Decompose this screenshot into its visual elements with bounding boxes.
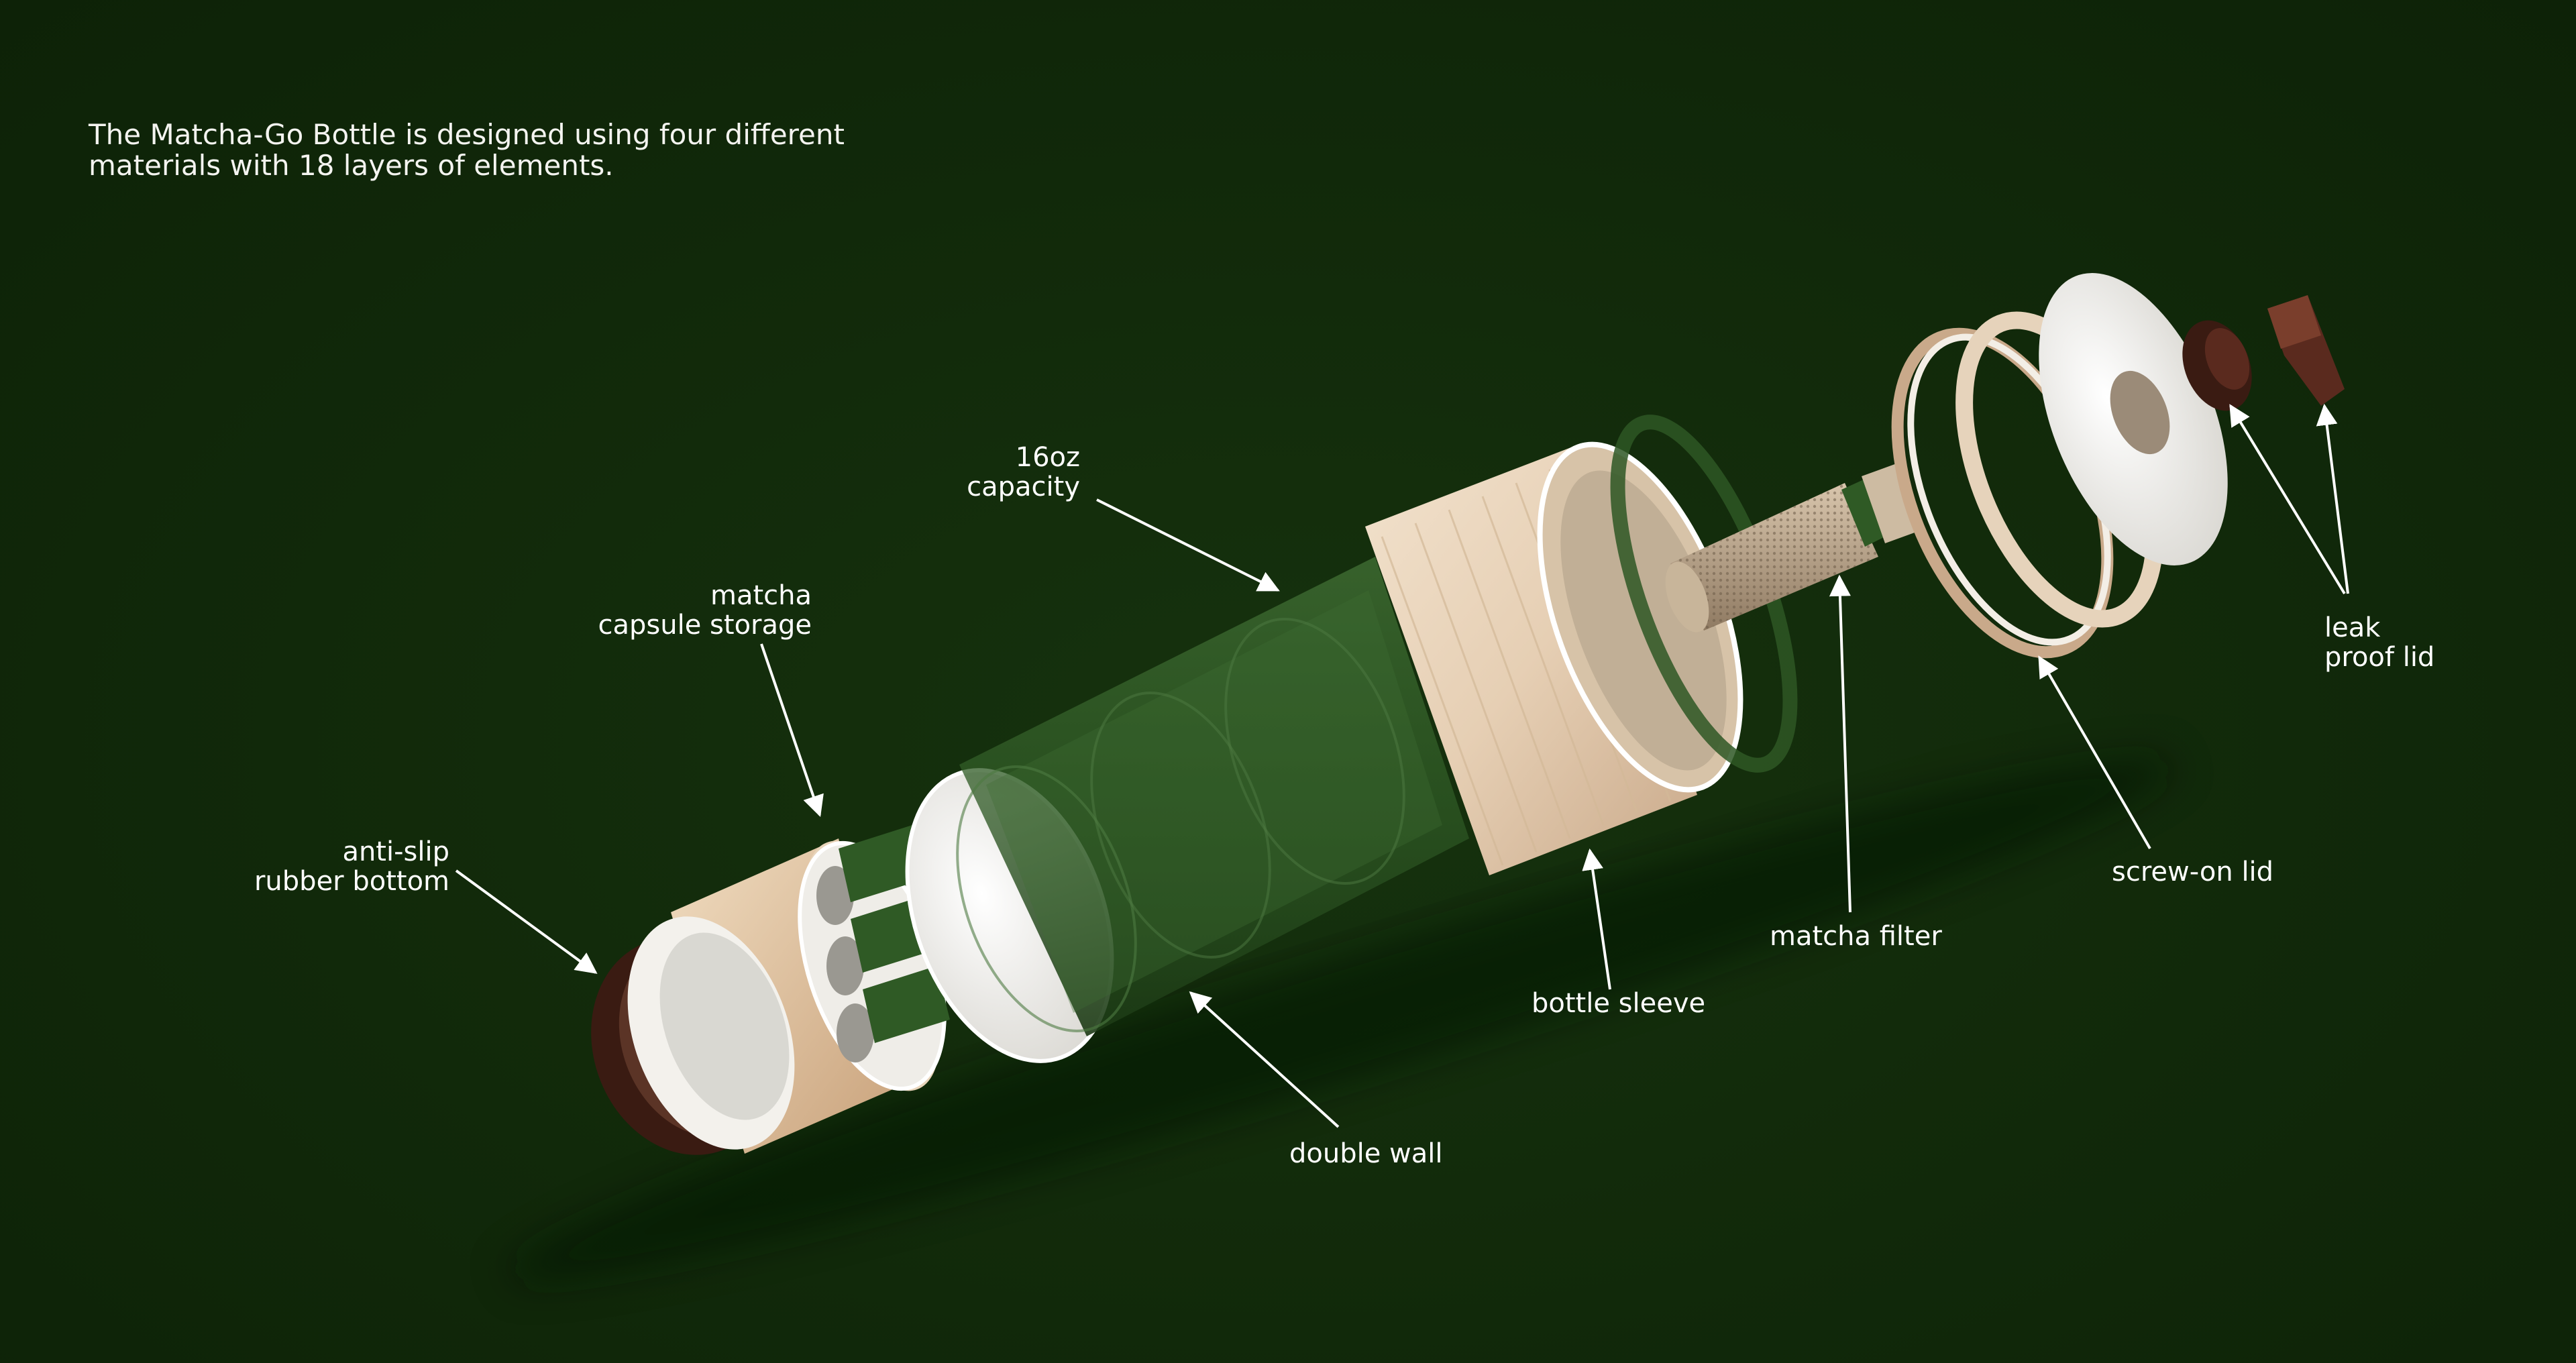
matcha-capsule	[839, 825, 926, 902]
wall-ring	[1224, 618, 1405, 885]
double-wall-body	[956, 557, 1469, 1036]
bottle-outer-wall	[959, 557, 1469, 1036]
label-double-wall: double wall	[1289, 1139, 1443, 1168]
label-capacity-line-1: 16oz	[1015, 442, 1080, 473]
base-cup-inner	[659, 932, 790, 1120]
intro-line-2: materials with 18 layers of elements.	[89, 149, 614, 182]
leader-leak-proof-plug	[2229, 404, 2346, 595]
label-leak-proof-lid: leak proof lid	[2324, 613, 2434, 672]
leak-proof-lid-part	[2182, 295, 2345, 411]
intro-text: The Matcha-Go Bottle is designed using f…	[89, 119, 845, 181]
label-double-wall-line-1: double wall	[1289, 1138, 1443, 1169]
label-capacity: 16oz capacity	[953, 443, 1080, 502]
leak-proof-plug-top	[2204, 328, 2250, 390]
capsule-slot	[816, 866, 854, 925]
leader-leak-proof-cap	[2316, 403, 2349, 594]
filter-collar	[1862, 463, 1922, 543]
leader-capacity	[1096, 498, 1280, 592]
wall-ring	[1090, 692, 1271, 959]
label-rubber-bottom: anti-slip rubber bottom	[221, 837, 449, 896]
lid-disc-part	[2039, 273, 2228, 565]
leader-matcha-filter	[1829, 574, 1851, 913]
label-capsule-storage-line-2: capsule storage	[598, 610, 812, 641]
leader-bottle-sleeve	[1582, 848, 1611, 990]
matcha-filter-part	[1665, 463, 1922, 633]
leader-screw-on-lid	[2038, 655, 2151, 850]
label-rubber-bottom-line-2: rubber bottom	[254, 866, 449, 897]
intro-line-1: The Matcha-Go Bottle is designed using f…	[89, 118, 845, 151]
leader-double-wall	[1189, 991, 1340, 1128]
label-leak-proof-lid-line-2: proof lid	[2324, 642, 2435, 673]
label-capacity-line-2: capacity	[967, 472, 1080, 502]
capsule-slot	[837, 1003, 874, 1062]
filter-tip	[1665, 561, 1709, 633]
matcha-capsule	[863, 966, 950, 1043]
filter-perforations	[1670, 483, 1878, 631]
leader-rubber-bottom	[455, 869, 598, 974]
label-capsule-storage: matcha capsule storage	[564, 581, 812, 640]
label-screw-on-lid: screw-on lid	[2112, 857, 2273, 887]
wall-ring	[956, 765, 1137, 1032]
leader-lines	[455, 403, 2349, 1128]
label-capsule-storage-line-1: matcha	[710, 580, 812, 611]
leak-proof-cap-face	[2267, 295, 2321, 349]
lid-disc-hole	[2110, 370, 2170, 455]
capsule-slot	[826, 936, 864, 995]
label-bottle-sleeve: bottle sleeve	[1532, 989, 1705, 1018]
label-leak-proof-lid-line-1: leak	[2324, 612, 2381, 643]
label-bottle-sleeve-line-1: bottle sleeve	[1532, 988, 1706, 1019]
label-matcha-filter-line-1: matcha filter	[1770, 921, 1942, 952]
ground-shadow	[507, 758, 2176, 1281]
label-screw-on-lid-line-1: screw-on lid	[2112, 857, 2274, 887]
label-matcha-filter: matcha filter	[1770, 922, 1942, 951]
bottle-inner-wall	[986, 590, 1442, 1013]
leader-capsule-storage	[760, 643, 824, 818]
label-rubber-bottom-line-1: anti-slip	[342, 836, 449, 867]
